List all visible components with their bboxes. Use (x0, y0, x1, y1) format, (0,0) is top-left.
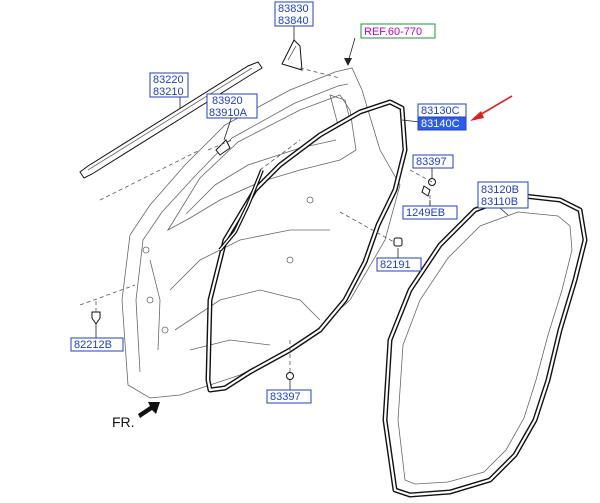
label-82212B[interactable]: 82212B (70, 337, 124, 352)
part-83910A: 83910A (209, 107, 248, 119)
leader-lines (95, 26, 509, 390)
label-83397-upper[interactable]: 83397 (412, 154, 454, 169)
label-83920-83910A[interactable]: 83920 83910A (206, 93, 258, 119)
body-side-weatherstrip (382, 192, 588, 498)
part-83830: 83830 (278, 3, 309, 15)
small-parts (91, 139, 436, 380)
belt-moulding (79, 61, 263, 179)
label-83397-lower[interactable]: 83397 (266, 389, 312, 404)
ref-60-770: REF.60-770 (364, 26, 422, 38)
door-frame-weatherstrip (205, 99, 408, 393)
guide-lines (79, 67, 433, 372)
pointer-arrow (470, 95, 513, 121)
part-83120B: 83120B (481, 184, 519, 196)
part-82212B: 82212B (74, 339, 112, 351)
part-83210: 83210 (153, 86, 184, 98)
label-83120B-83110B[interactable]: 83120B 83110B (477, 181, 529, 209)
part-83920: 83920 (212, 95, 243, 107)
part-83840: 83840 (278, 15, 309, 27)
label-83140C[interactable]: 83140C (417, 116, 467, 131)
part-83110B: 83110B (481, 196, 518, 208)
belt-inner-strip (218, 169, 264, 252)
part-83397-lower: 83397 (270, 391, 301, 403)
label-83220-83210[interactable]: 83220 83210 (149, 72, 189, 98)
label-83130C[interactable]: 83130C (417, 103, 467, 118)
part-1249EB: 1249EB (406, 207, 445, 219)
ref-label[interactable]: REF.60-770 (360, 23, 436, 39)
front-direction-indicator: FR. (112, 402, 160, 430)
label-82191[interactable]: 82191 (376, 257, 422, 272)
label-83830-83840[interactable]: 83830 83840 (274, 1, 314, 27)
fr-label: FR. (112, 414, 135, 430)
label-1249EB[interactable]: 1249EB (402, 205, 458, 220)
delta-cover (281, 39, 303, 71)
part-83140C: 83140C (421, 118, 460, 130)
front-arrow-icon (138, 402, 160, 418)
part-83130C: 83130C (421, 105, 460, 117)
door-shell (121, 67, 401, 399)
part-82191: 82191 (380, 259, 411, 271)
part-83397-upper: 83397 (416, 156, 447, 168)
part-83220: 83220 (153, 74, 184, 86)
